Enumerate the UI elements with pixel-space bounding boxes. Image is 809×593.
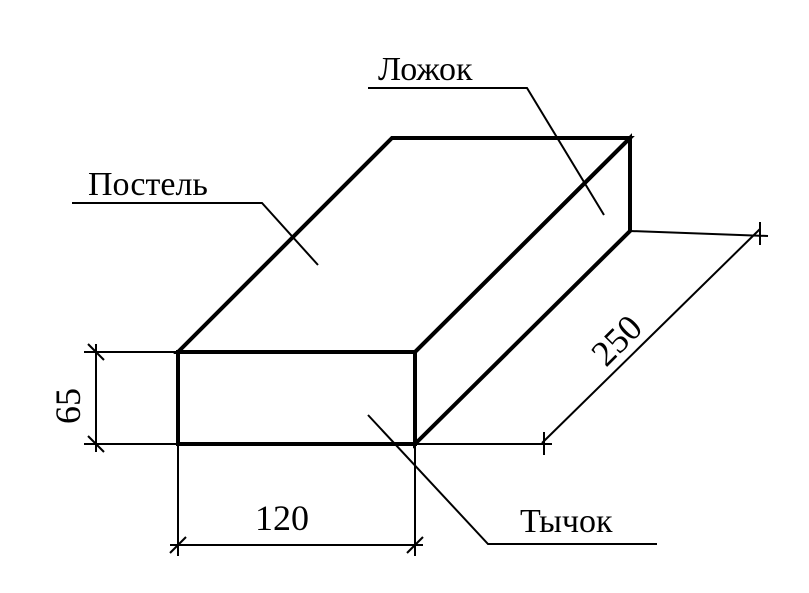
top-face xyxy=(173,136,635,354)
brick-body xyxy=(173,133,635,449)
label-short-end: Тычок xyxy=(520,503,613,540)
label-top-face: Постель xyxy=(88,166,208,203)
leader-long-side xyxy=(368,87,605,216)
dimension-length: 250 xyxy=(583,307,649,373)
leader-short-end xyxy=(367,414,657,545)
front-face xyxy=(176,350,417,446)
dimension-lines xyxy=(84,222,769,556)
side-face xyxy=(413,133,632,449)
leader-top-face xyxy=(72,202,319,266)
dimension-height: 65 xyxy=(48,388,88,424)
label-long-side: Ложок xyxy=(378,51,473,88)
leader-lines xyxy=(72,87,657,545)
dimension-width: 120 xyxy=(255,498,309,538)
